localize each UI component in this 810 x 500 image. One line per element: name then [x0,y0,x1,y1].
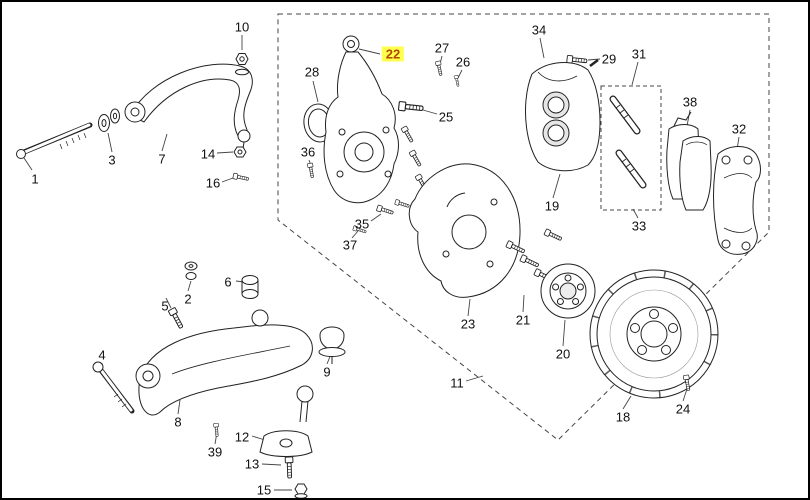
washers-2-drawing [184,261,198,280]
lower-control-arm-drawing [135,309,314,423]
brake-caliper-drawing [525,59,601,172]
hub-bolt-b-drawing [408,149,423,168]
guide-pin-kit-drawing [600,85,662,211]
caliper-bracket-drawing [713,146,761,255]
bump-stop-drawing [318,326,346,364]
bolt-4-drawing [92,361,135,414]
bolt-37-drawing [352,225,368,235]
wheel-hub-drawing [540,263,596,319]
bushing-6-drawing [241,275,259,299]
steering-knuckle-drawing [323,35,399,204]
balljoint-bracket-drawing [259,430,313,457]
bolt-13-drawing [284,456,294,479]
splash-shield-drawing [408,163,521,298]
nut-15-drawing [294,483,308,498]
washers-drawing [98,108,120,132]
bolt-25-drawing [397,100,424,114]
brake-disc-drawing [589,269,719,399]
stud-39-drawing [213,422,220,438]
stud-21b-drawing [519,254,541,270]
bolt-26-drawing [453,74,461,87]
pivot-bolt-drawing [16,122,93,159]
upper-control-arm-drawing [124,63,253,150]
nut-10-drawing [235,53,249,76]
nut-14-drawing [233,146,247,158]
bolt-35b-drawing [394,199,411,210]
bolt-16-drawing [232,172,250,183]
bolt-36-drawing [307,162,316,179]
bolt-35a-drawing [375,204,395,217]
bolt-29-drawing [566,54,588,66]
leader-lines [21,35,740,491]
hub-bolt-a-drawing [400,125,415,144]
brake-pads-drawing [666,111,712,211]
stud-21d-drawing [543,228,563,243]
bolt-27-drawing [434,60,444,77]
bolt-5-drawing [167,306,186,330]
